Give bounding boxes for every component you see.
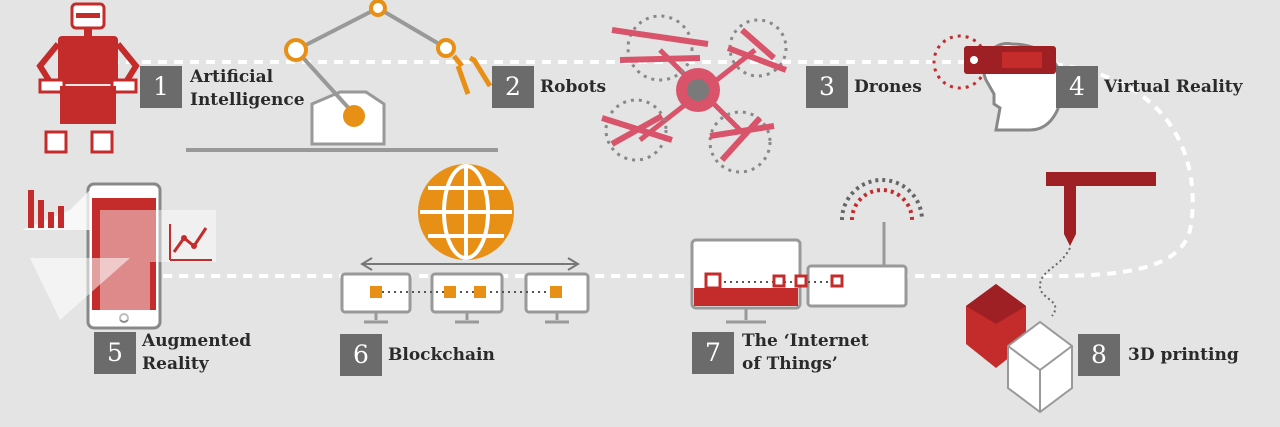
label-line: Augmented [142, 331, 252, 351]
ai-robot-icon [36, 2, 140, 154]
item-label-blockchain: Blockchain [388, 345, 495, 365]
3d-printer-icon [966, 172, 1156, 414]
item-number-4: 4 [1056, 66, 1098, 108]
connector-path [110, 60, 1195, 278]
label-line: Intelligence [190, 90, 305, 110]
item-number-2: 2 [492, 66, 534, 108]
item-number-3: 3 [806, 66, 848, 108]
drone-icon [601, 14, 788, 174]
item-label-virtual-reality: Virtual Reality [1104, 77, 1243, 97]
robot-arm-icon [186, 0, 498, 152]
ar-phone-icon [22, 182, 216, 330]
item-label-drones: Drones [854, 77, 922, 97]
item-label-internet-of-things: The ‘Internet of Things’ [742, 330, 869, 376]
item-label-artificial-intelligence: Artificial Intelligence [190, 66, 305, 112]
item-label-robots: Robots [540, 77, 607, 97]
item-number-8: 8 [1078, 334, 1120, 376]
item-number-6: 6 [340, 334, 382, 376]
label-line: of Things’ [742, 354, 838, 374]
iot-icon [690, 178, 924, 324]
item-label-augmented-reality: Augmented Reality [142, 330, 251, 376]
label-line: Artificial [190, 67, 274, 87]
item-number-7: 7 [692, 332, 734, 374]
item-number-1: 1 [140, 66, 182, 108]
item-label-3d-printing: 3D printing [1128, 345, 1239, 365]
label-line: Reality [142, 354, 209, 374]
item-number-5: 5 [94, 332, 136, 374]
blockchain-icon [340, 164, 590, 324]
vr-headset-icon [932, 34, 1064, 132]
label-line: The ‘Internet [742, 331, 869, 351]
